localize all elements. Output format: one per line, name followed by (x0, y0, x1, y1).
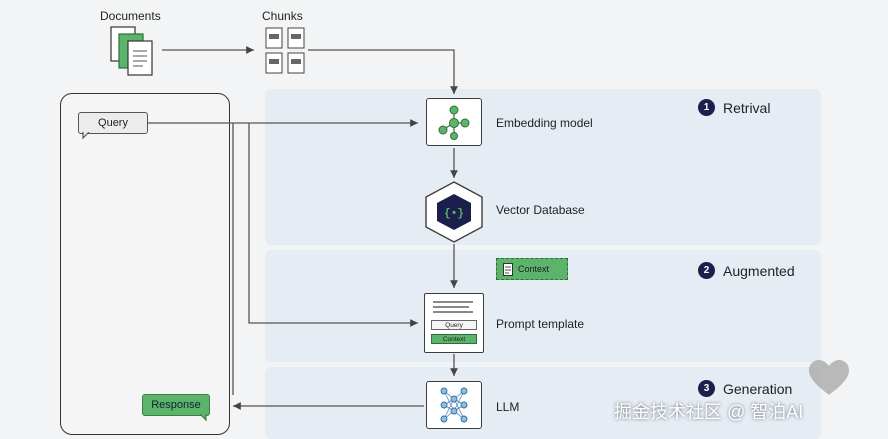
template-line (433, 306, 469, 308)
prompt-template-node: Query Context (424, 293, 484, 353)
generation-band (265, 367, 821, 439)
prompt-template-label: Prompt template (496, 317, 585, 331)
query-bubble: Query (78, 112, 148, 134)
stage-generation: 3 Generation (698, 380, 792, 397)
embedding-model-node (426, 98, 482, 146)
vector-database-label: Vector Database (496, 203, 585, 217)
svg-text:{•}: {•} (444, 208, 464, 220)
template-context-slot: Context (431, 334, 477, 344)
template-line (433, 311, 473, 313)
context-chip-label: Context (518, 264, 550, 274)
stage-number: 2 (698, 262, 715, 279)
llm-label: LLM (496, 400, 520, 414)
chunks-icon (265, 27, 305, 74)
stage-number: 1 (698, 99, 715, 116)
watermark-text: 掘金技术社区 @ 智泊AI (614, 402, 804, 422)
stage-label: Augmented (723, 262, 795, 279)
retrieval-band (265, 89, 821, 245)
neural-network-icon (440, 387, 468, 423)
stage-label: Retrival (723, 99, 771, 116)
chunks-label: Chunks (262, 9, 303, 23)
heart-icon (809, 360, 849, 395)
query-bubble-tail (82, 132, 90, 140)
template-line (433, 301, 473, 303)
arrow-query-to-template (248, 123, 418, 327)
user-panel (60, 93, 230, 435)
template-query-slot: Query (431, 320, 477, 330)
query-label: Query (98, 117, 128, 129)
context-chip: Context (496, 258, 568, 280)
documents-label: Documents (100, 9, 161, 23)
documents-icon (110, 26, 153, 76)
arrow-chunks-to-embedding (308, 49, 458, 94)
stage-number: 3 (698, 380, 715, 397)
llm-node (426, 381, 482, 429)
stage-label: Generation (723, 380, 793, 397)
vector-db-hex-icon (437, 194, 471, 230)
embedding-model-label: Embedding model (496, 116, 593, 130)
response-bubble: Response (142, 394, 210, 416)
context-doc-icon (503, 262, 513, 276)
stage-augmented: 2 Augmented (698, 262, 795, 279)
response-bubble-tail (199, 414, 207, 422)
response-label: Response (151, 399, 201, 411)
stage-retrieval: 1 Retrival (698, 99, 770, 116)
embedding-network-icon (438, 105, 470, 140)
vector-database-node: {•} (425, 181, 483, 243)
